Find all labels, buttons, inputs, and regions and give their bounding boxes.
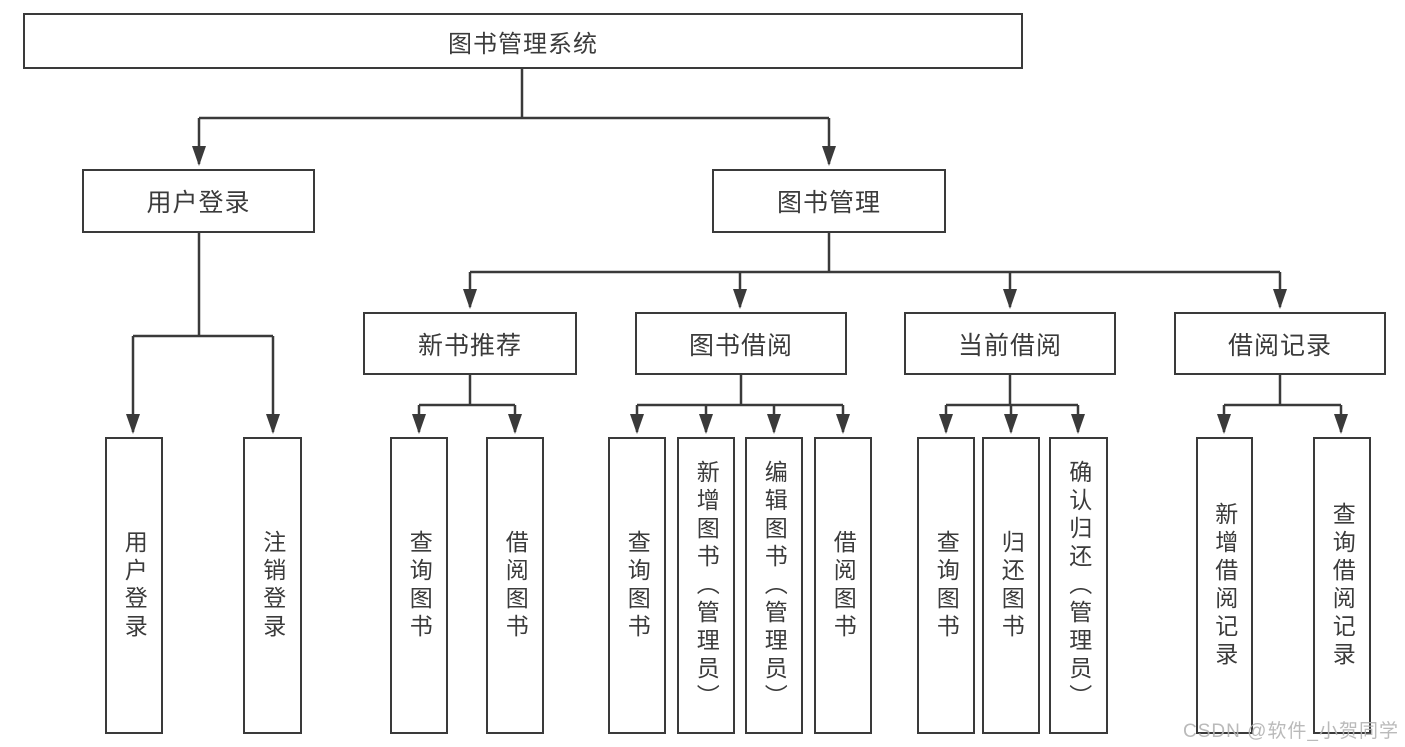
node-book-management: 图书管理 xyxy=(712,169,946,233)
leaf-add-borrow-record: 新增借阅记录 xyxy=(1196,437,1253,734)
leaf-query-books-borrow: 查询图书 xyxy=(608,437,666,734)
node-new-book-recommend-label: 新书推荐 xyxy=(417,331,522,360)
leaf-query-books-current: 查询图书 xyxy=(917,437,975,734)
leaf-query-borrow-record: 查询借阅记录 xyxy=(1313,437,1371,734)
connector-book-borrow-branch xyxy=(630,375,850,434)
connector-borrow-record-branch xyxy=(1217,375,1348,434)
leaf-add-book-admin: 新增图书（管理员） xyxy=(677,437,735,734)
node-borrow-records: 借阅记录 xyxy=(1174,312,1386,375)
node-user-login-label: 用户登录 xyxy=(146,189,251,217)
leaf-borrow-books-recommend-label: 借阅图书 xyxy=(502,529,529,642)
connector-user-login-branch xyxy=(126,233,280,434)
node-book-borrow: 图书借阅 xyxy=(635,312,847,375)
leaf-borrow-books-borrow: 借阅图书 xyxy=(814,437,872,734)
node-new-book-recommend: 新书推荐 xyxy=(363,312,577,375)
node-book-borrow-label: 图书借阅 xyxy=(688,331,793,360)
node-user-login: 用户登录 xyxy=(82,169,315,233)
leaf-query-books-borrow-label: 查询图书 xyxy=(624,529,651,642)
leaf-add-borrow-record-label: 新增借阅记录 xyxy=(1211,501,1238,670)
node-borrow-records-label: 借阅记录 xyxy=(1227,331,1332,360)
leaf-logout: 注销登录 xyxy=(243,437,302,734)
leaf-confirm-return-admin-label: 确认归还（管理员） xyxy=(1065,459,1092,712)
leaf-query-books-recommend: 查询图书 xyxy=(390,437,448,734)
leaf-confirm-return-admin: 确认归还（管理员） xyxy=(1049,437,1108,734)
leaf-user-login-label: 用户登录 xyxy=(121,529,148,642)
leaf-logout-label: 注销登录 xyxy=(259,529,286,642)
leaf-edit-book-admin: 编辑图书（管理员） xyxy=(745,437,803,734)
connector-book-management-branch xyxy=(463,233,1287,309)
leaf-query-books-recommend-label: 查询图书 xyxy=(406,529,433,642)
leaf-return-books-label: 归还图书 xyxy=(998,529,1025,642)
leaf-user-login: 用户登录 xyxy=(105,437,163,734)
connector-current-borrow-branch xyxy=(939,375,1085,434)
node-root-label: 图书管理系统 xyxy=(448,30,598,58)
node-book-management-label: 图书管理 xyxy=(776,189,881,217)
node-root: 图书管理系统 xyxy=(23,13,1023,69)
leaf-add-book-admin-label: 新增图书（管理员） xyxy=(693,459,720,712)
leaf-borrow-books-recommend: 借阅图书 xyxy=(486,437,544,734)
leaf-edit-book-admin-label: 编辑图书（管理员） xyxy=(761,459,788,712)
node-current-borrow: 当前借阅 xyxy=(904,312,1116,375)
leaf-return-books: 归还图书 xyxy=(982,437,1040,734)
watermark: CSDN @软件_小贺同学 xyxy=(1183,721,1399,742)
leaf-borrow-books-borrow-label: 借阅图书 xyxy=(830,529,857,642)
connector-new-book-branch xyxy=(412,375,522,434)
connector-root-to-level2 xyxy=(192,69,836,166)
node-current-borrow-label: 当前借阅 xyxy=(957,331,1062,360)
leaf-query-books-current-label: 查询图书 xyxy=(933,529,960,642)
leaf-query-borrow-record-label: 查询借阅记录 xyxy=(1329,501,1356,670)
